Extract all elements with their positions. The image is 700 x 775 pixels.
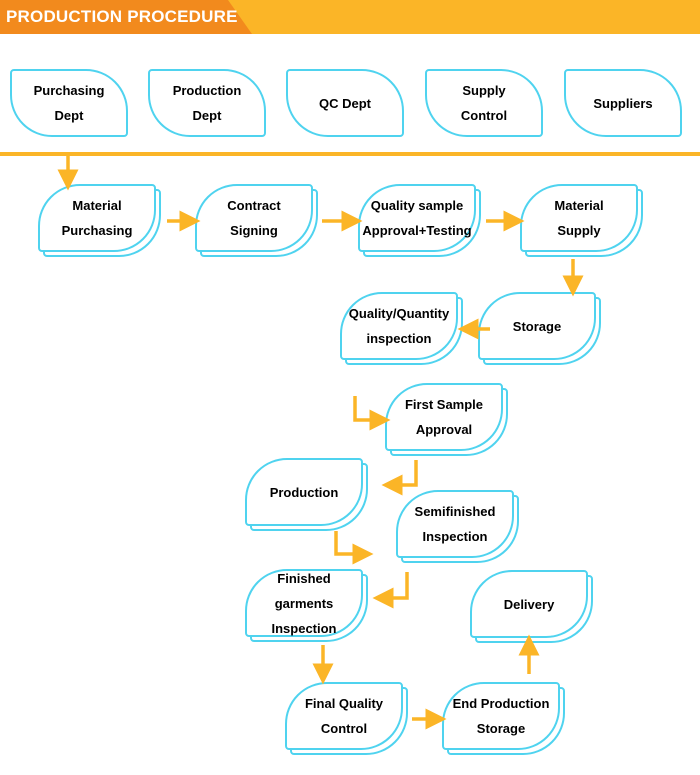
- step-first-sample-approval: First Sample Approval: [385, 383, 508, 456]
- step-storage: Storage: [478, 292, 601, 365]
- dept-supply-control-label: Supply Control: [425, 69, 543, 137]
- dept-purchasing: Purchasing Dept: [10, 69, 128, 137]
- step-end-production-storage-label: End Production Storage: [442, 682, 560, 750]
- step-quality-sample: Quality sample Approval+Testing: [358, 184, 481, 257]
- dept-purchasing-label: Purchasing Dept: [10, 69, 128, 137]
- step-contract-signing-label: Contract Signing: [195, 184, 313, 252]
- dept-suppliers: Suppliers: [564, 69, 682, 137]
- step-finished-garments-inspection-label: Finished garments Inspection: [245, 569, 363, 637]
- step-contract-signing: Contract Signing: [195, 184, 318, 257]
- step-final-quality-control: Final Quality Control: [285, 682, 408, 755]
- step-delivery-label: Delivery: [470, 570, 588, 638]
- step-semifinished-inspection-label: Semifinished Inspection: [396, 490, 514, 558]
- step-finished-garments-inspection: Finished garments Inspection: [245, 569, 368, 642]
- dept-production-label: Production Dept: [148, 69, 266, 137]
- step-production-label: Production: [245, 458, 363, 526]
- step-final-quality-control-label: Final Quality Control: [285, 682, 403, 750]
- banner-tab: [0, 0, 252, 34]
- step-delivery: Delivery: [470, 570, 593, 643]
- step-material-supply: Material Supply: [520, 184, 643, 257]
- dept-suppliers-label: Suppliers: [564, 69, 682, 137]
- step-production: Production: [245, 458, 368, 531]
- arrow-to-first-sample: [353, 396, 391, 431]
- banner-title: PRODUCTION PROCEDURE: [6, 7, 238, 26]
- step-quality-quantity-inspection-label: Quality/Quantity inspection: [340, 292, 458, 360]
- dept-production: Production Dept: [148, 69, 266, 137]
- step-material-supply-label: Material Supply: [520, 184, 638, 252]
- arrow-production-to-semifinished: [334, 531, 374, 565]
- step-first-sample-approval-label: First Sample Approval: [385, 383, 503, 451]
- step-material-purchasing-label: Material Purchasing: [38, 184, 156, 252]
- divider-line: [0, 152, 700, 156]
- arrow-semifinished-to-finished: [372, 572, 409, 609]
- dept-qc-label: QC Dept: [286, 69, 404, 137]
- step-end-production-storage: End Production Storage: [442, 682, 565, 755]
- step-semifinished-inspection: Semifinished Inspection: [396, 490, 519, 563]
- step-quality-sample-label: Quality sample Approval+Testing: [358, 184, 476, 252]
- dept-qc: QC Dept: [286, 69, 404, 137]
- dept-supply-control: Supply Control: [425, 69, 543, 137]
- step-material-purchasing: Material Purchasing: [38, 184, 161, 257]
- arrow-first-sample-to-production: [381, 460, 418, 496]
- banner: PRODUCTION PROCEDURE: [0, 0, 700, 34]
- step-quality-quantity-inspection: Quality/Quantity inspection: [340, 292, 463, 365]
- step-storage-label: Storage: [478, 292, 596, 360]
